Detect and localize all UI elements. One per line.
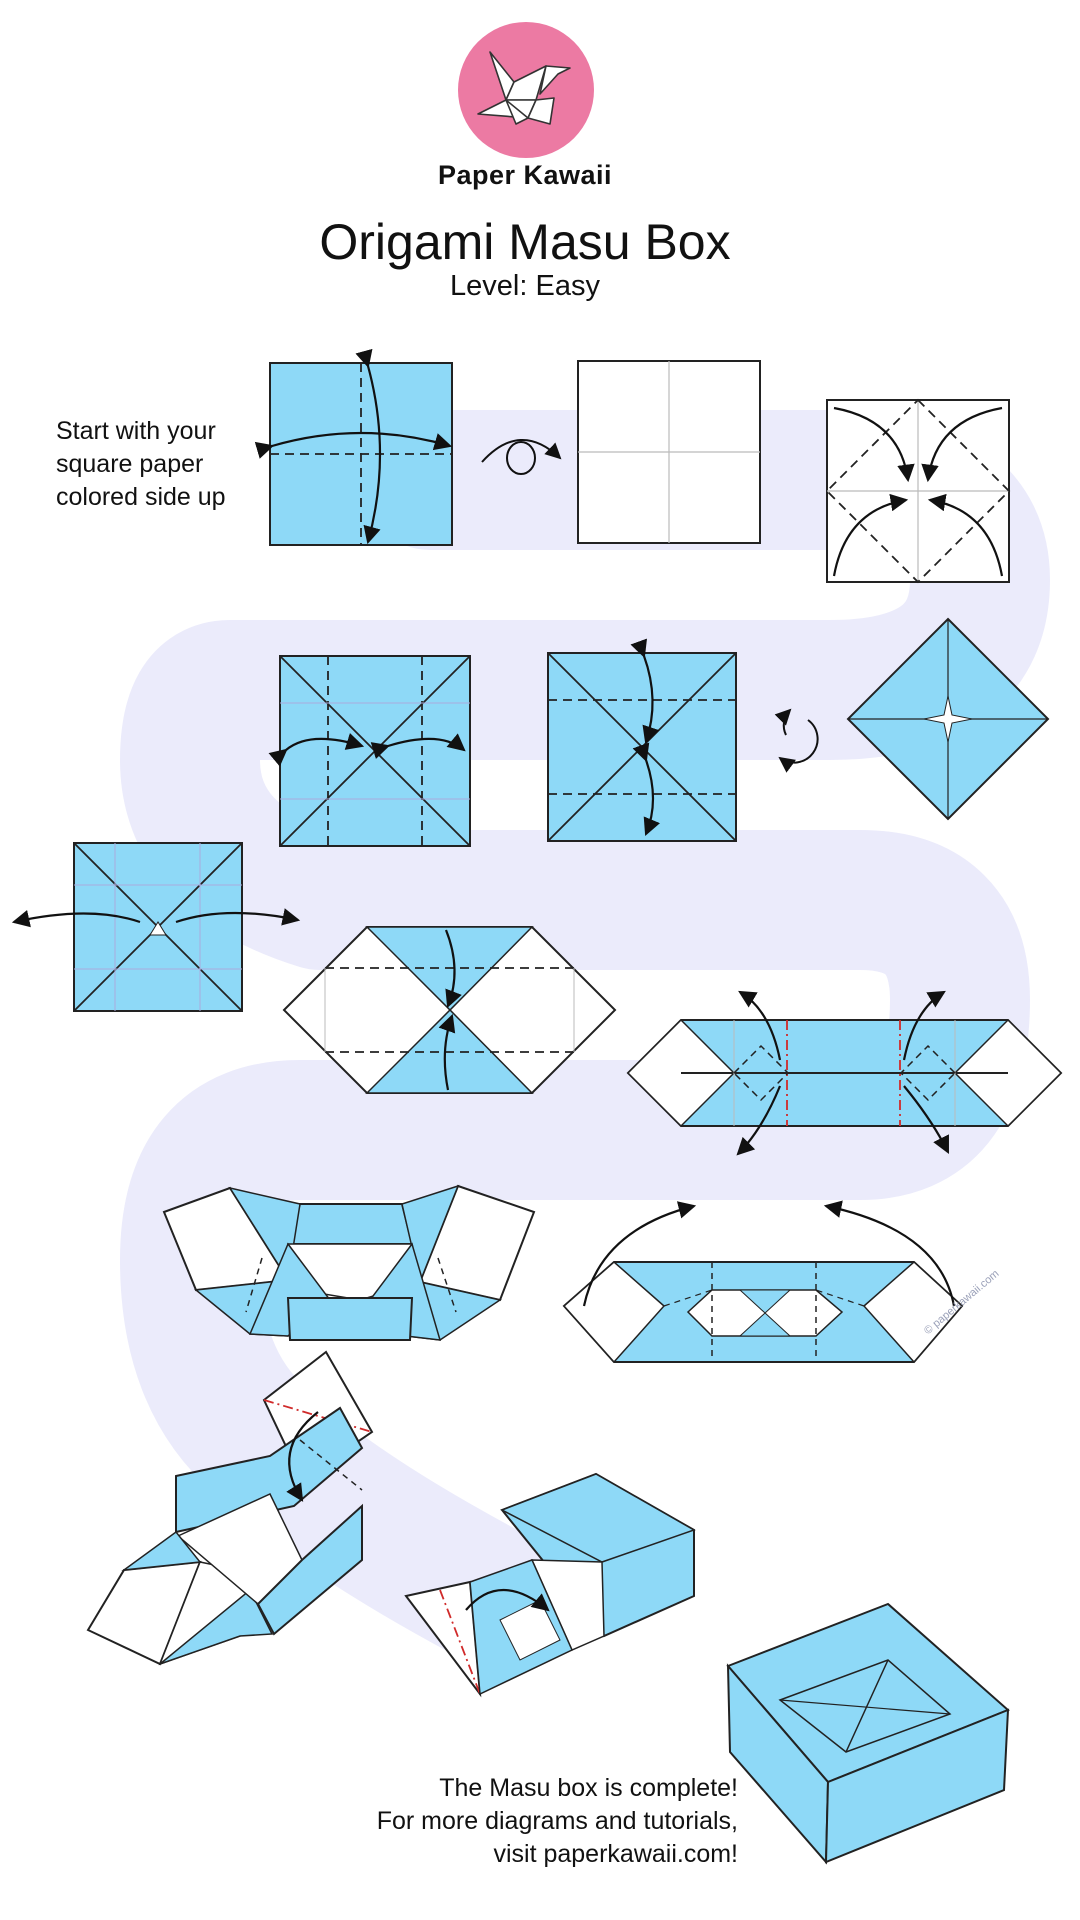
finished-masu-box xyxy=(726,1602,1010,1865)
step-2-white-square xyxy=(577,360,761,544)
start-line: colored side up xyxy=(56,483,226,511)
step-10-raise-walls xyxy=(162,1184,536,1341)
step-1-square-paper xyxy=(254,348,453,546)
rotate-icon xyxy=(774,708,819,773)
step-3-corners-to-center xyxy=(825,398,1011,584)
step-4-folded-diamond xyxy=(846,617,1050,821)
turn-over-icon xyxy=(481,438,562,475)
step-9-long-hexagon xyxy=(626,990,1063,1156)
start-line: Start with your xyxy=(56,417,216,445)
step-12-partial-box xyxy=(86,1350,374,1666)
step-7-open-flaps xyxy=(11,842,301,1012)
page-title: Origami Masu Box xyxy=(319,214,731,270)
step-6-fold-sides xyxy=(268,655,471,847)
start-line: square paper xyxy=(56,450,204,478)
end-instruction: The Masu box is complete! For more diagr… xyxy=(377,1772,738,1871)
step-13-near-complete-box xyxy=(404,1472,696,1698)
step-11-fold-walls-up xyxy=(562,1200,964,1364)
start-instruction: Start with your square paper colored sid… xyxy=(56,415,226,514)
end-line: For more diagrams and tutorials, xyxy=(376,1807,738,1835)
brand-name: Paper Kawaii xyxy=(437,160,613,190)
end-line: The Masu box is complete! xyxy=(439,1774,738,1802)
crane-logo xyxy=(458,22,594,158)
step-8-hexagon xyxy=(282,926,617,1094)
end-line: visit paperkawaii.com! xyxy=(493,1840,738,1868)
crane-icon xyxy=(477,51,571,125)
difficulty-level: Level: Easy xyxy=(450,270,600,302)
step-5-fold-edges xyxy=(547,638,737,842)
